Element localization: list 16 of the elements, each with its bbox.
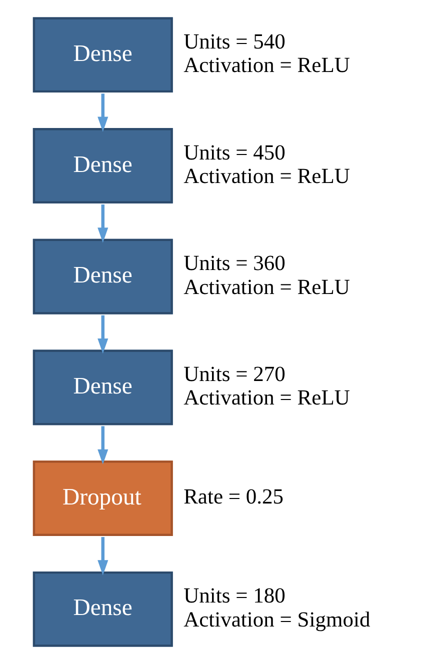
- node-label: Activation = ReLU: [184, 164, 350, 188]
- node-label: Activation = ReLU: [184, 53, 350, 78]
- node-label: Rate = 0.25: [184, 484, 284, 509]
- node-label: Activation = ReLU: [184, 274, 350, 299]
- node-label: Units = 450: [184, 140, 286, 164]
- node-label: Units = 180: [184, 584, 286, 608]
- node-label: Units = 270: [184, 362, 286, 386]
- node-label: Activation = ReLU: [184, 386, 350, 410]
- arrow: [98, 537, 108, 576]
- arrow: [98, 315, 108, 354]
- node-label: Activation = Sigmoid: [184, 607, 370, 632]
- arrow: [98, 94, 108, 132]
- arrow: [98, 204, 108, 243]
- arrow: [98, 426, 108, 464]
- node-label: Units = 360: [184, 251, 286, 276]
- node-label: Units = 540: [184, 29, 286, 54]
